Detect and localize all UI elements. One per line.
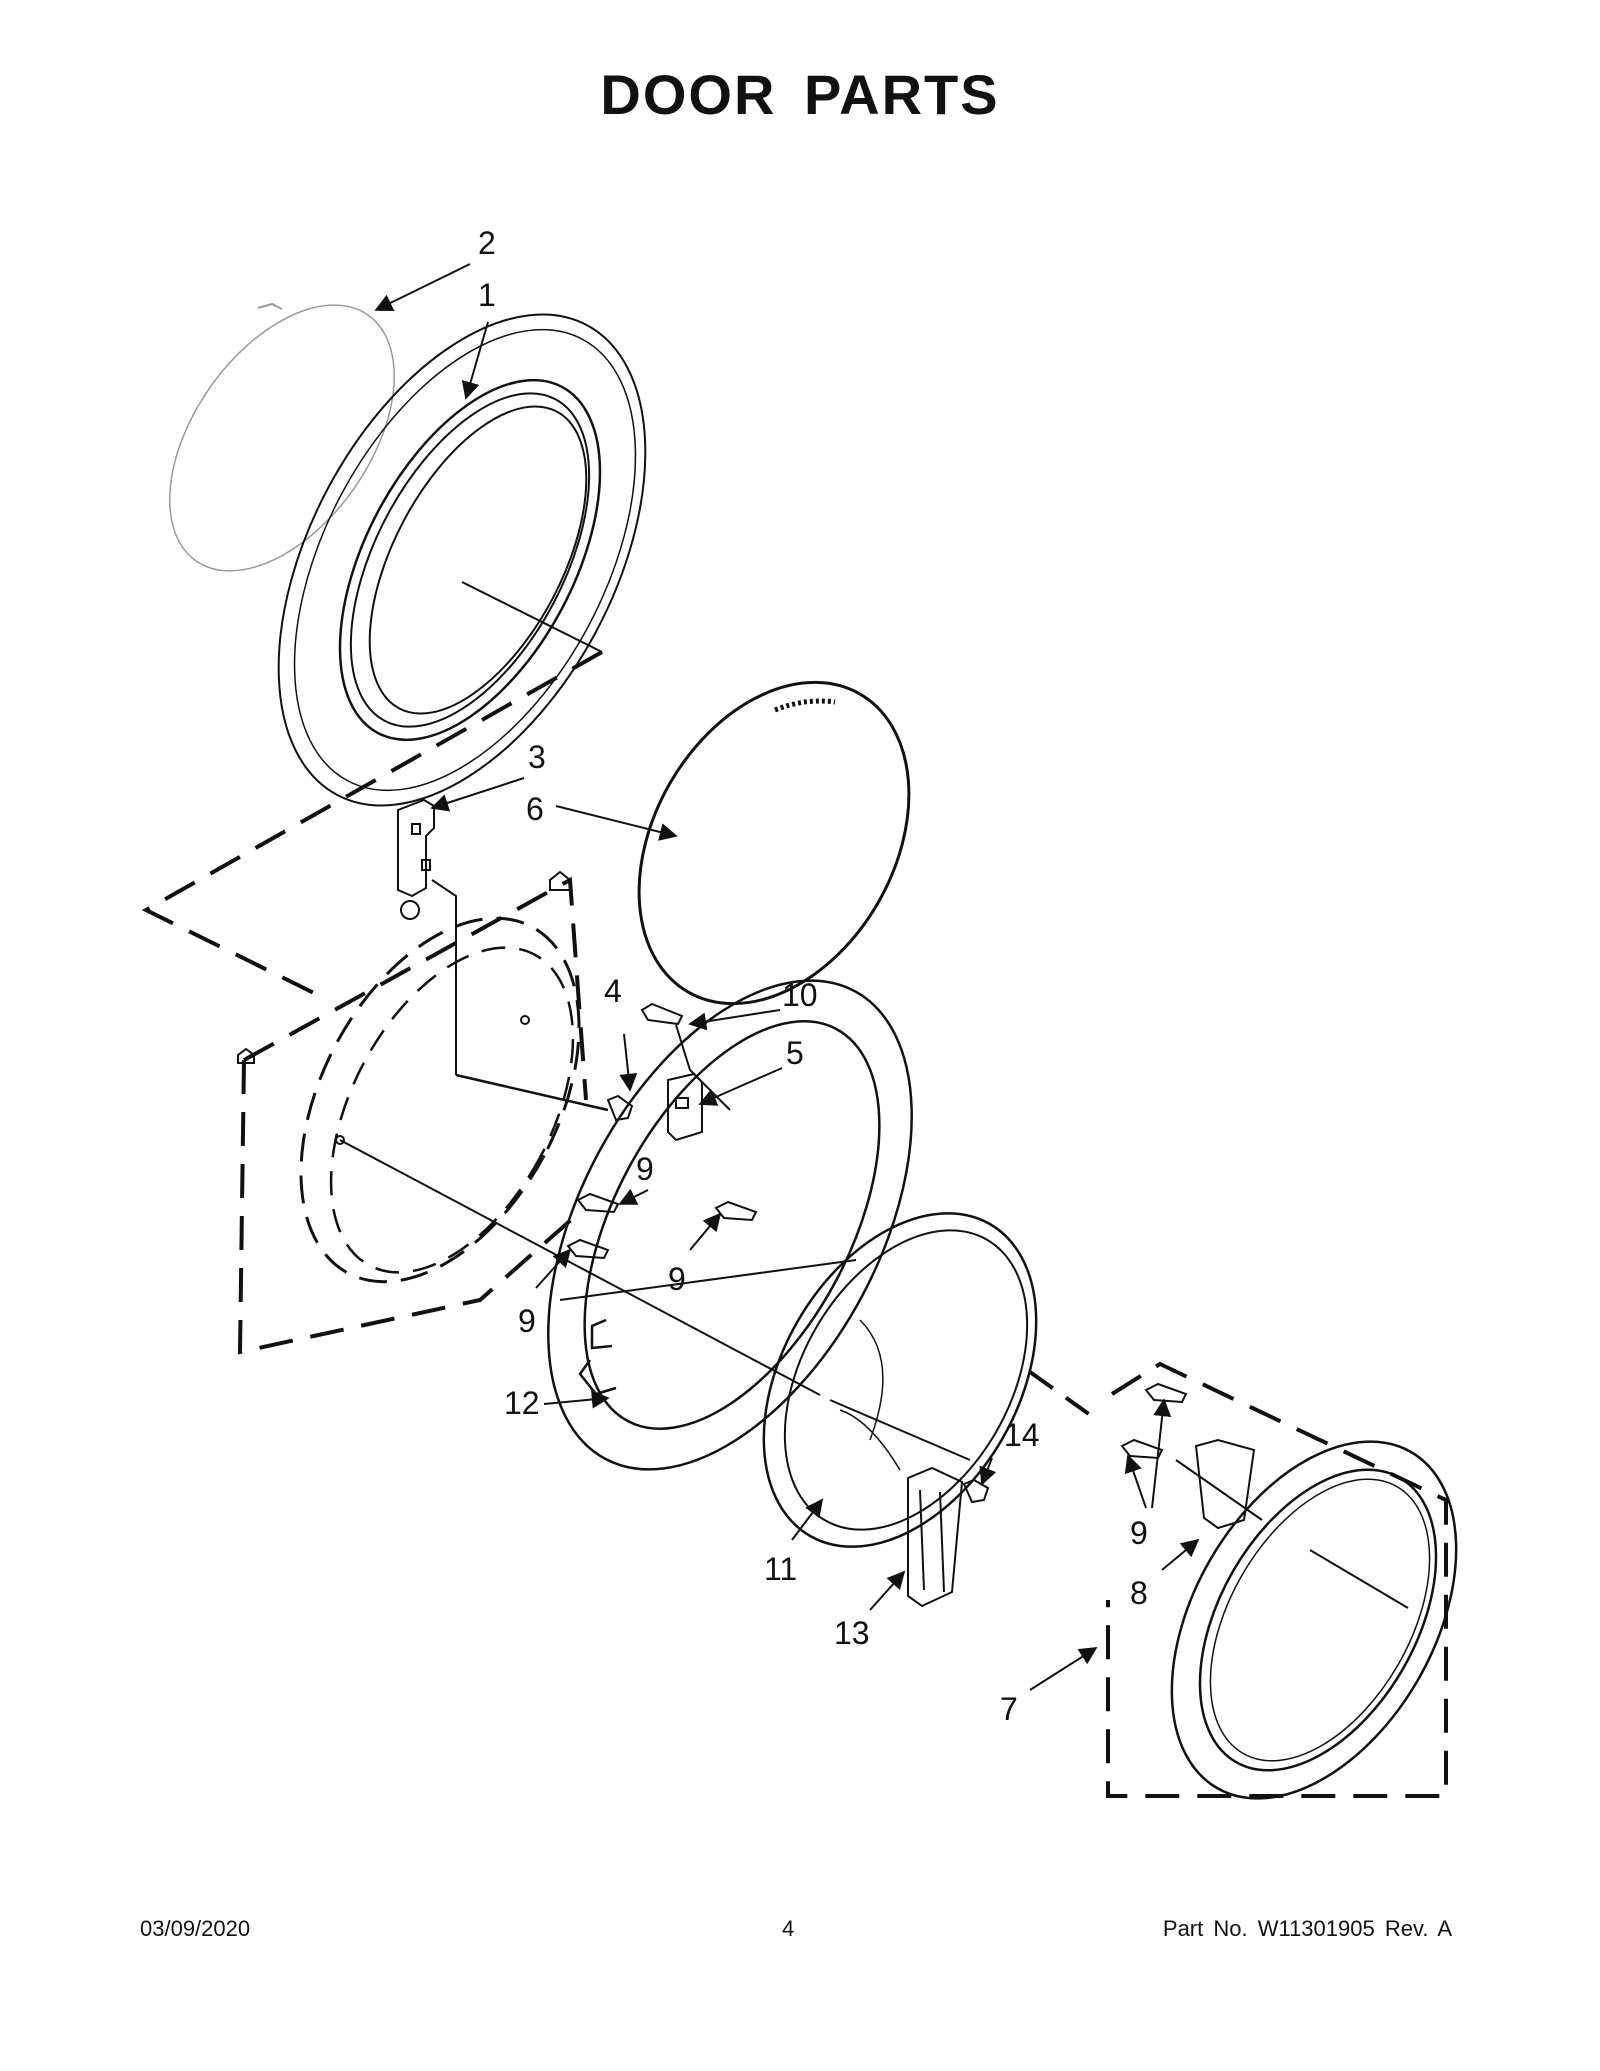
callout-labels: 2 1 3 6 4 10 5 9 9 9 12 14 11 13 9 8 7: [478, 225, 1148, 1727]
callout-9-d: 9: [1130, 1515, 1148, 1551]
callout-12: 12: [504, 1385, 540, 1421]
part-2-wire-ring: [169, 302, 395, 572]
page-title: DOOR PARTS: [600, 63, 1000, 126]
callout-9-b: 9: [668, 1261, 686, 1297]
part-9-screws-left: [339, 1139, 821, 1396]
callout-5: 5: [786, 1035, 804, 1071]
part-8-handle-insert: [1175, 1438, 1263, 1530]
callout-8: 8: [1130, 1575, 1148, 1611]
cabinet-front-panel: [141, 650, 603, 1355]
callout-7: 7: [1000, 1691, 1018, 1727]
part-14-screw: [962, 1478, 990, 1504]
footer-date: 03/09/2020: [140, 1916, 251, 1941]
callout-2: 2: [478, 225, 496, 261]
part-11-glass-bowl: [762, 1212, 1038, 1548]
callout-11: 11: [764, 1551, 797, 1587]
callout-10: 10: [782, 977, 818, 1013]
part-3-hinge-bracket: [397, 798, 609, 1112]
part-1-bellow: [277, 313, 647, 807]
footer-part-number: Part No. W11301905 Rev. A: [1162, 1916, 1452, 1941]
part-12-inner-door-frame: [547, 979, 913, 1471]
callout-13: 13: [834, 1615, 870, 1651]
part-4-screw: [606, 1094, 634, 1122]
callout-9-a: 9: [636, 1151, 654, 1187]
callout-9-c: 9: [518, 1303, 536, 1339]
part-6-seal-ring: [637, 680, 911, 1006]
part-7-assembly-box: [1106, 1361, 1448, 1798]
callout-14: 14: [1004, 1417, 1040, 1453]
part-13-door-handle: [907, 1466, 964, 1608]
footer-page-number: 4: [782, 1916, 795, 1941]
cabinet-mount-tabs: [237, 870, 571, 1145]
part-5-latch-clip: [667, 1072, 703, 1142]
callout-6: 6: [526, 791, 544, 827]
leader-arrows: [374, 263, 1200, 1691]
part-9-screws-right: [1120, 1382, 1188, 1460]
part-7-outer-door: [1170, 1440, 1458, 1800]
callout-1: 1: [478, 277, 496, 313]
callout-3: 3: [528, 739, 546, 775]
callout-4: 4: [604, 973, 622, 1009]
